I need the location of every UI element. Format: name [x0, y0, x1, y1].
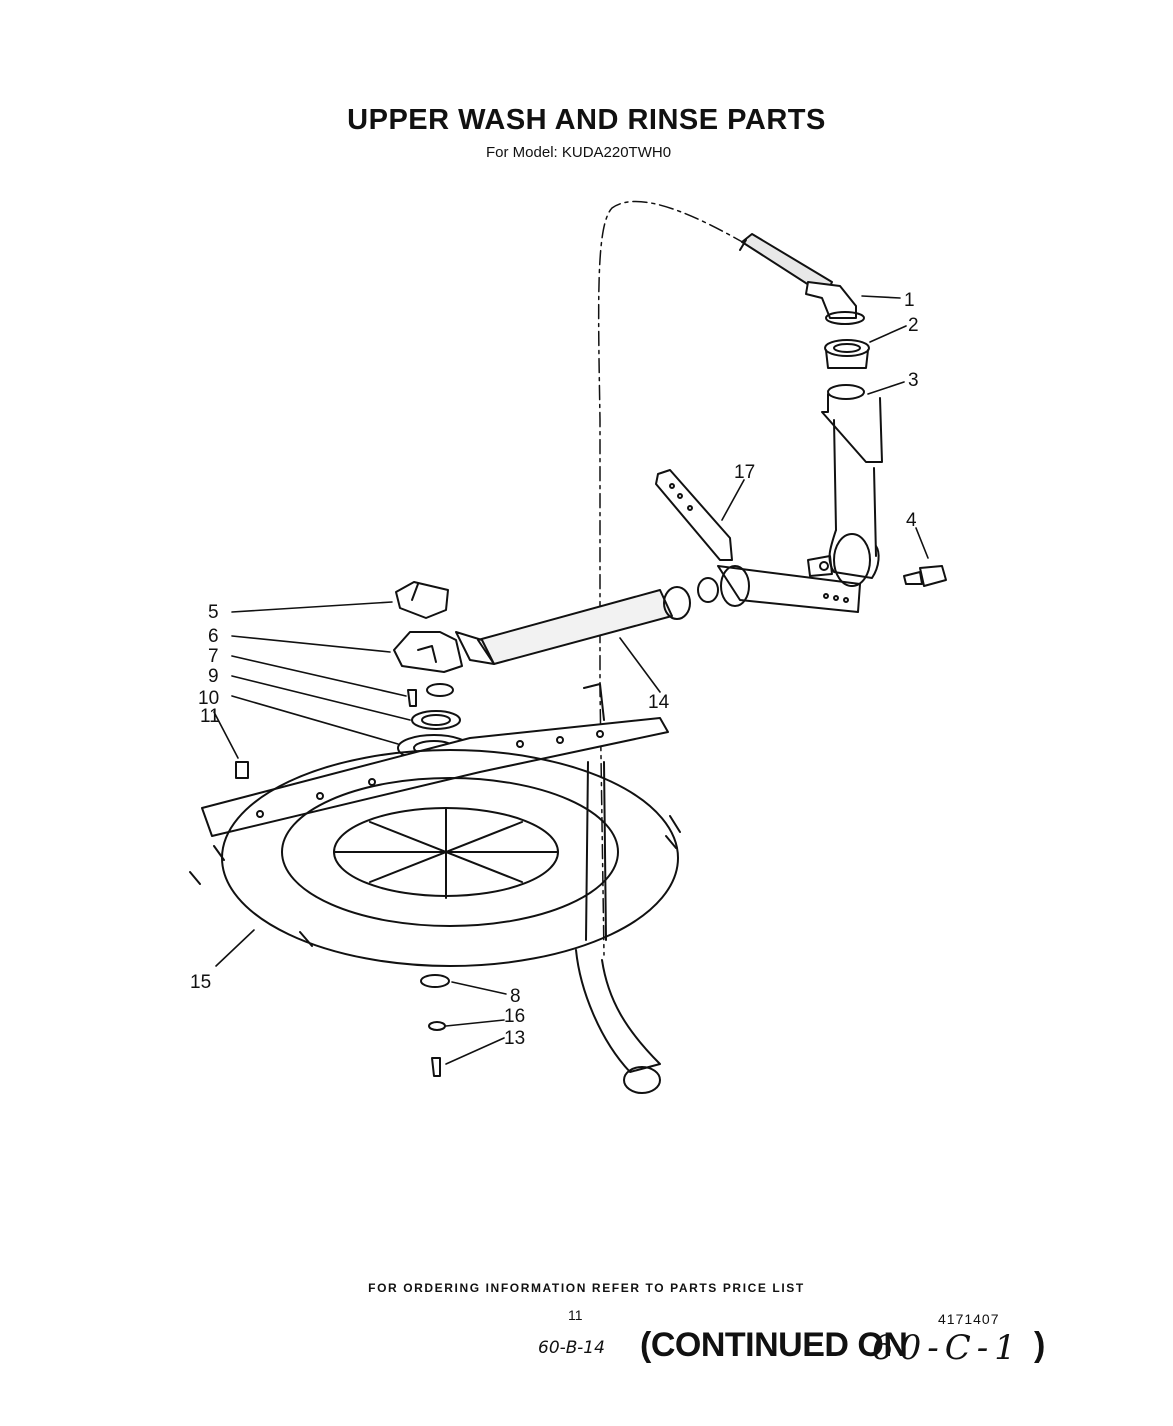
- part-housing: [393, 631, 463, 697]
- page-number: 11: [568, 1307, 583, 1323]
- part-rack: [189, 749, 681, 967]
- callout-4: 4: [906, 510, 917, 531]
- callout-13: 13: [504, 1028, 525, 1049]
- callout-3: 3: [908, 370, 919, 391]
- part-riser-pipe: [575, 683, 661, 1094]
- callout-11: 11: [200, 706, 220, 727]
- callout-5: 5: [208, 602, 219, 623]
- part-washer-16: [428, 1021, 446, 1031]
- ordering-note: FOR ORDERING INFORMATION REFER TO PARTS …: [368, 1281, 805, 1295]
- callout-9: 9: [208, 666, 219, 687]
- part-cap-11: [235, 761, 249, 779]
- callout-14: 14: [648, 692, 670, 713]
- part-supply-tube: [807, 384, 883, 587]
- part-seal-ring: [824, 339, 870, 369]
- leader-lines: [213, 295, 929, 1065]
- callout-7: 7: [208, 646, 219, 667]
- callout-10: 10: [198, 688, 219, 709]
- part-horizontal-tube: [455, 586, 691, 665]
- part-nozzle: [903, 565, 947, 587]
- page-title: UPPER WASH AND RINSE PARTS: [347, 104, 826, 136]
- callout-15: 15: [190, 972, 211, 993]
- part-screw-7: [407, 689, 417, 707]
- part-elbow-hose: [739, 233, 865, 325]
- part-screw-13: [431, 1057, 441, 1077]
- continued-label: (CONTINUED ON: [640, 1326, 908, 1364]
- assembly-guide-line: [597, 200, 747, 956]
- document-number: 4171407: [938, 1311, 1000, 1327]
- callout-6: 6: [208, 626, 219, 647]
- handwritten-reference: 60-B-14: [538, 1338, 605, 1358]
- callout-8: 8: [510, 986, 521, 1007]
- part-bracket: [655, 469, 733, 561]
- callout-1: 1: [904, 290, 915, 311]
- part-clip: [395, 581, 449, 619]
- callout-16: 16: [504, 1006, 525, 1027]
- part-washer-8: [420, 974, 450, 988]
- closing-paren: ): [1034, 1326, 1046, 1364]
- callout-2: 2: [908, 315, 919, 336]
- callout-17: 17: [734, 462, 755, 483]
- model-subtitle: For Model: KUDA220TWH0: [486, 144, 672, 161]
- continued-target: 60-C-1: [872, 1328, 1022, 1368]
- part-manifold-arm: [697, 565, 861, 613]
